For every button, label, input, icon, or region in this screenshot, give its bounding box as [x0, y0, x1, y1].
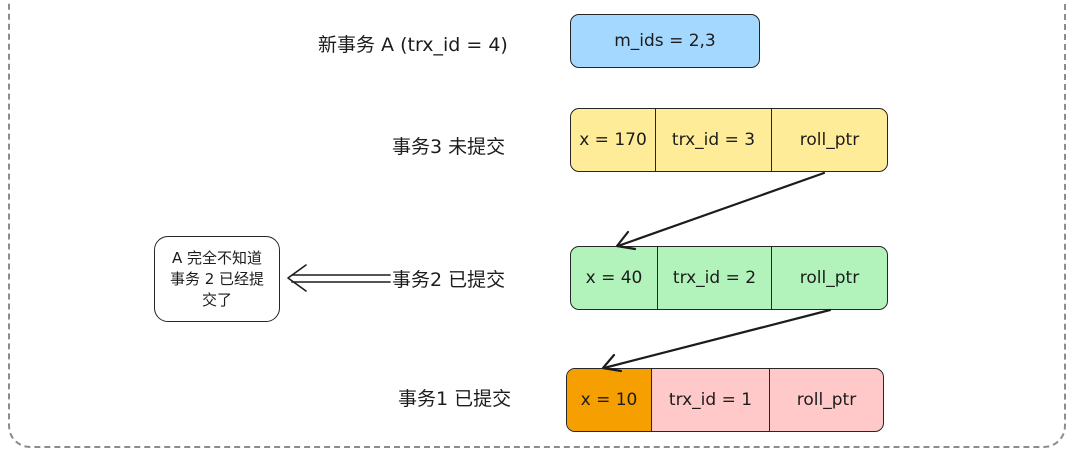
label-trx2: 事务2 已提交 — [392, 269, 506, 291]
label-trx1: 事务1 已提交 — [398, 388, 512, 410]
version-row-trx3: x = 170 trx_id = 3 roll_ptr — [570, 108, 888, 172]
trx-id-cell: trx_id = 2 — [657, 247, 771, 309]
roll-ptr-cell: roll_ptr — [771, 109, 887, 171]
m-ids-text: m_ids = 2,3 — [614, 31, 716, 51]
note-line: A 完全不知道 — [171, 248, 263, 267]
trx-id-cell: trx_id = 1 — [651, 369, 769, 431]
annotation-note: A 完全不知道 事务 2 已经提 交了 — [154, 236, 280, 322]
note-line: 事务 2 已经提 — [169, 269, 265, 288]
value-cell: x = 40 — [585, 268, 643, 288]
roll-ptr-cell: roll_ptr — [771, 247, 887, 309]
version-row-trx1: x = 10 trx_id = 1 roll_ptr — [566, 368, 884, 432]
label-to-note-arrow — [287, 264, 391, 292]
note-line: 交了 — [201, 290, 232, 309]
label-new-transaction: 新事务 A (trx_id = 4) — [318, 34, 508, 56]
m-ids-box: m_ids = 2,3 — [570, 14, 760, 68]
dashed-frame — [8, 0, 1066, 448]
value-cell: x = 170 — [579, 130, 647, 150]
trx-id-cell: trx_id = 3 — [655, 109, 771, 171]
label-trx3: 事务3 未提交 — [392, 136, 506, 158]
roll-ptr-arrow-2-to-1 — [601, 308, 832, 373]
version-row-trx2: x = 40 trx_id = 2 roll_ptr — [570, 246, 888, 310]
roll-ptr-arrow-3-to-2 — [615, 171, 826, 251]
value-cell: x = 10 — [567, 369, 651, 431]
roll-ptr-cell: roll_ptr — [769, 369, 883, 431]
